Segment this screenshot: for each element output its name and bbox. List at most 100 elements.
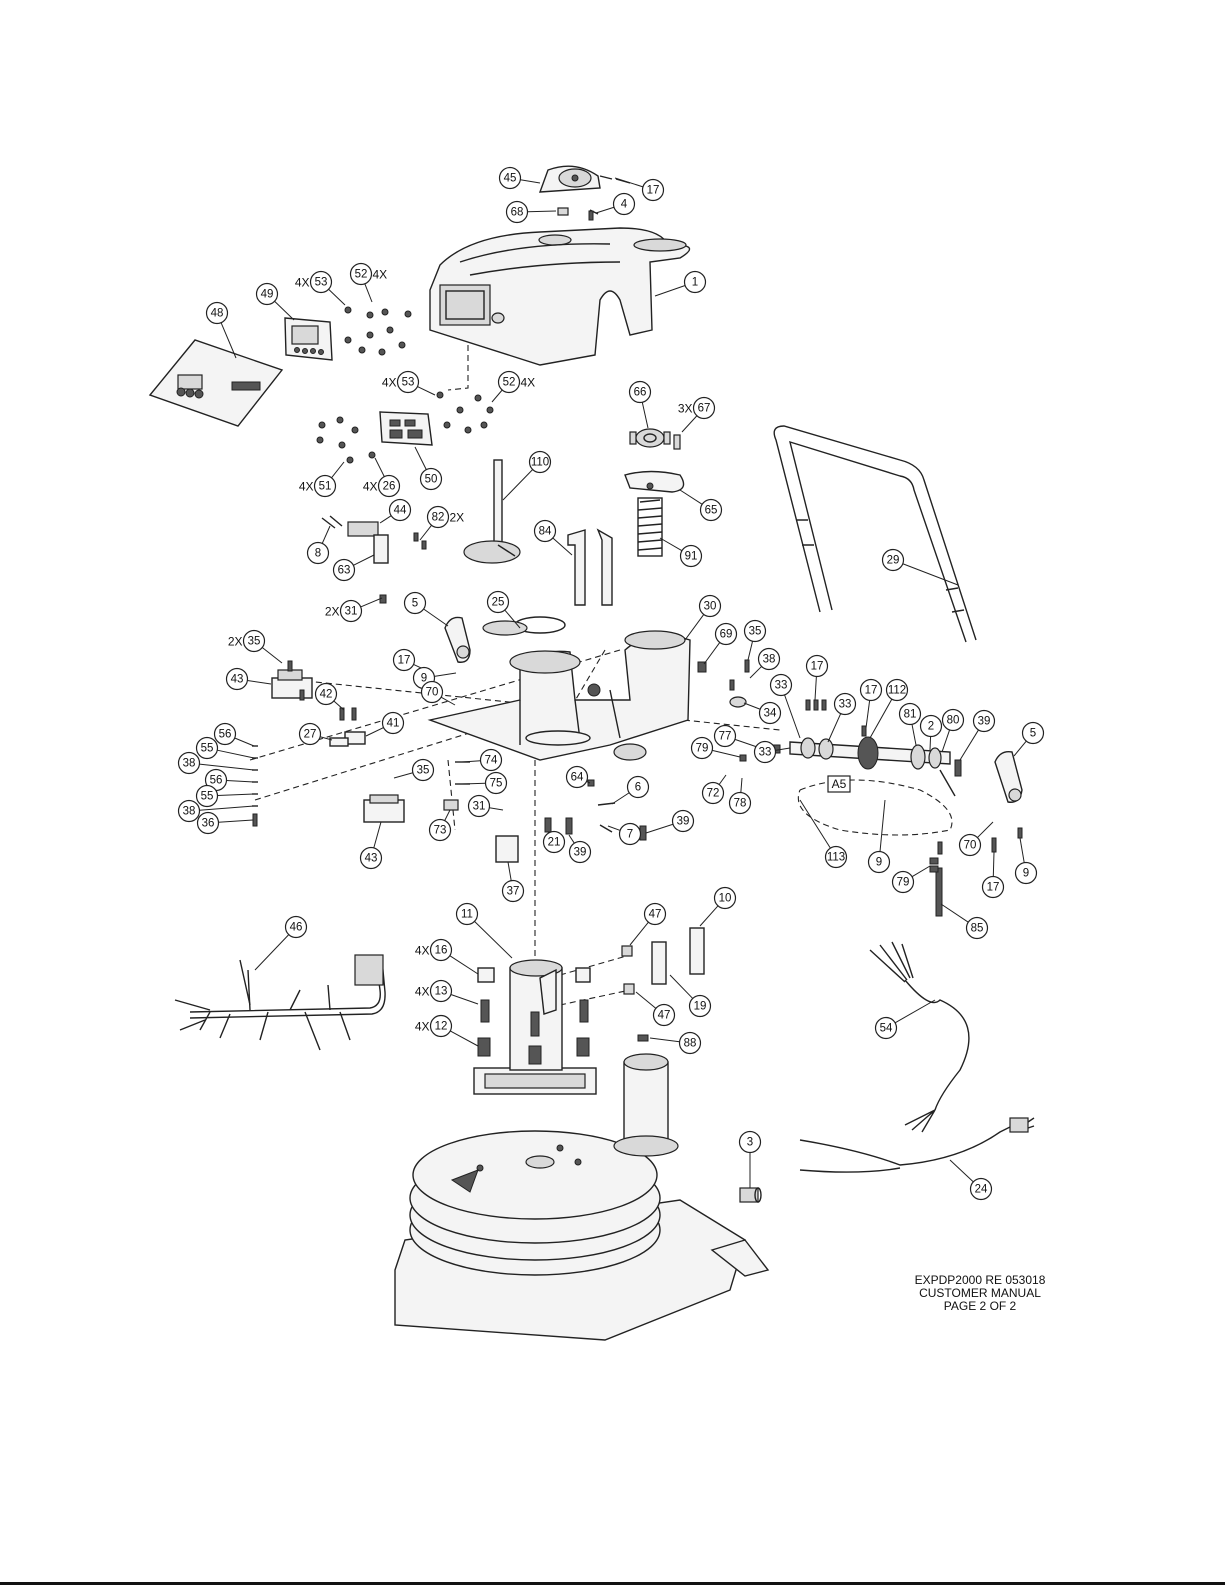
callout-number: 39 xyxy=(677,816,690,828)
callout-number: 33 xyxy=(759,747,772,759)
callout-47: 47 xyxy=(629,902,667,946)
callout-29: 29 xyxy=(881,548,959,586)
callout-balloon xyxy=(377,474,401,498)
callout-leader xyxy=(217,749,255,759)
callout-number: 39 xyxy=(574,847,587,859)
callout-number: 47 xyxy=(649,909,662,921)
callout-balloon xyxy=(242,629,266,653)
detail-reference-box: A5 xyxy=(827,775,851,793)
callout-number: 38 xyxy=(183,758,196,770)
callout-balloon xyxy=(618,822,642,846)
callout-balloon xyxy=(641,178,665,202)
callout-balloon xyxy=(467,794,491,818)
callout-19: 19 xyxy=(669,974,712,1018)
callout-number: 112 xyxy=(888,685,906,697)
callout-46: 46 xyxy=(254,915,308,971)
callout-balloon xyxy=(349,262,373,286)
callout-leader xyxy=(274,300,295,321)
callout-balloon xyxy=(429,938,453,962)
callout-leader xyxy=(629,921,649,946)
callout-number: 70 xyxy=(426,687,439,699)
callout-21: 21 xyxy=(542,830,566,854)
callout-balloon xyxy=(484,771,508,795)
power-cord-drawing xyxy=(799,1117,1035,1173)
callout-balloon xyxy=(743,619,767,643)
drawing-number: EXPDP2000 RE 053018 xyxy=(914,1273,1046,1287)
callout-balloon xyxy=(255,282,279,306)
callout-balloon xyxy=(479,748,503,772)
callout-balloon xyxy=(195,784,219,808)
callout-9: 9 xyxy=(1014,837,1038,885)
callout-70: 70 xyxy=(420,680,456,706)
callout-number: 72 xyxy=(707,788,720,800)
callout-50: 50 xyxy=(414,446,443,491)
callout-35: 35 xyxy=(743,619,767,661)
callout-quantity: 4X xyxy=(415,1020,430,1034)
callout-number: 19 xyxy=(694,1001,707,1013)
callout-leader xyxy=(502,469,534,501)
callout-balloon xyxy=(874,1016,898,1040)
callout-balloon xyxy=(701,781,725,805)
callout-leader xyxy=(393,772,414,779)
callout-leader xyxy=(814,676,817,701)
callout-number: 17 xyxy=(987,882,1000,894)
callout-39: 39 xyxy=(645,809,695,834)
callout-number: 34 xyxy=(764,708,777,720)
callout-number: 110 xyxy=(531,457,549,469)
callout-balloon xyxy=(728,791,752,815)
callout-number: 33 xyxy=(775,680,788,692)
callout-31: 31 xyxy=(467,794,504,818)
lower-relay-drawing xyxy=(363,794,405,823)
callout-number: 3 xyxy=(747,1137,753,1149)
callout-37: 37 xyxy=(501,861,525,903)
callout-38: 38 xyxy=(177,799,255,823)
callout-48: 48 xyxy=(205,301,237,359)
small-switch-drawing xyxy=(443,799,519,863)
callout-quantity: 4X xyxy=(382,376,397,390)
callout-leader xyxy=(911,865,931,878)
callout-33: 33 xyxy=(769,673,801,739)
callout-balloon xyxy=(690,736,714,760)
callout-leader xyxy=(527,210,557,213)
callout-leader xyxy=(645,823,674,834)
callout-number: 43 xyxy=(231,674,244,686)
callout-38: 38 xyxy=(749,647,781,679)
callout-11: 11 xyxy=(455,902,513,959)
switch-drawing xyxy=(321,515,389,564)
callout-number: 21 xyxy=(548,837,561,849)
callout-leader xyxy=(1013,740,1027,757)
callout-number: 2 xyxy=(928,721,934,733)
callout-balloon xyxy=(881,548,905,572)
callout-number: 80 xyxy=(947,715,960,727)
callout-17: 17 xyxy=(981,851,1005,899)
callout-44: 44 xyxy=(379,498,412,524)
bracket-drawing xyxy=(567,528,613,606)
callout-quantity: 4X xyxy=(415,985,430,999)
callout-balloon xyxy=(177,799,201,823)
chassis-drawing xyxy=(427,616,691,761)
callout-number: 52 xyxy=(503,377,516,389)
callout-leader xyxy=(328,288,346,306)
callout-balloon xyxy=(429,979,453,1003)
callout-balloon xyxy=(455,902,479,926)
callout-leader xyxy=(220,322,237,359)
callout-balloon xyxy=(652,1003,676,1027)
callout-quantity: 4X xyxy=(415,944,430,958)
callout-75: 75 xyxy=(461,771,508,795)
callout-17: 17 xyxy=(859,678,883,729)
callout-balloon xyxy=(426,505,450,529)
callout-balloon xyxy=(381,711,405,735)
callout-number: 70 xyxy=(964,840,977,852)
callout-leader xyxy=(234,737,255,747)
callout-leader xyxy=(474,920,513,959)
callout-balloon xyxy=(392,648,416,672)
manual-type: CUSTOMER MANUAL xyxy=(919,1286,1041,1300)
callout-number: 29 xyxy=(887,555,900,567)
callout-balloon xyxy=(885,678,909,702)
callout-leader xyxy=(740,777,743,793)
callout-number: 73 xyxy=(434,825,447,837)
callout-leader xyxy=(635,991,657,1009)
callout-balloon xyxy=(339,599,363,623)
